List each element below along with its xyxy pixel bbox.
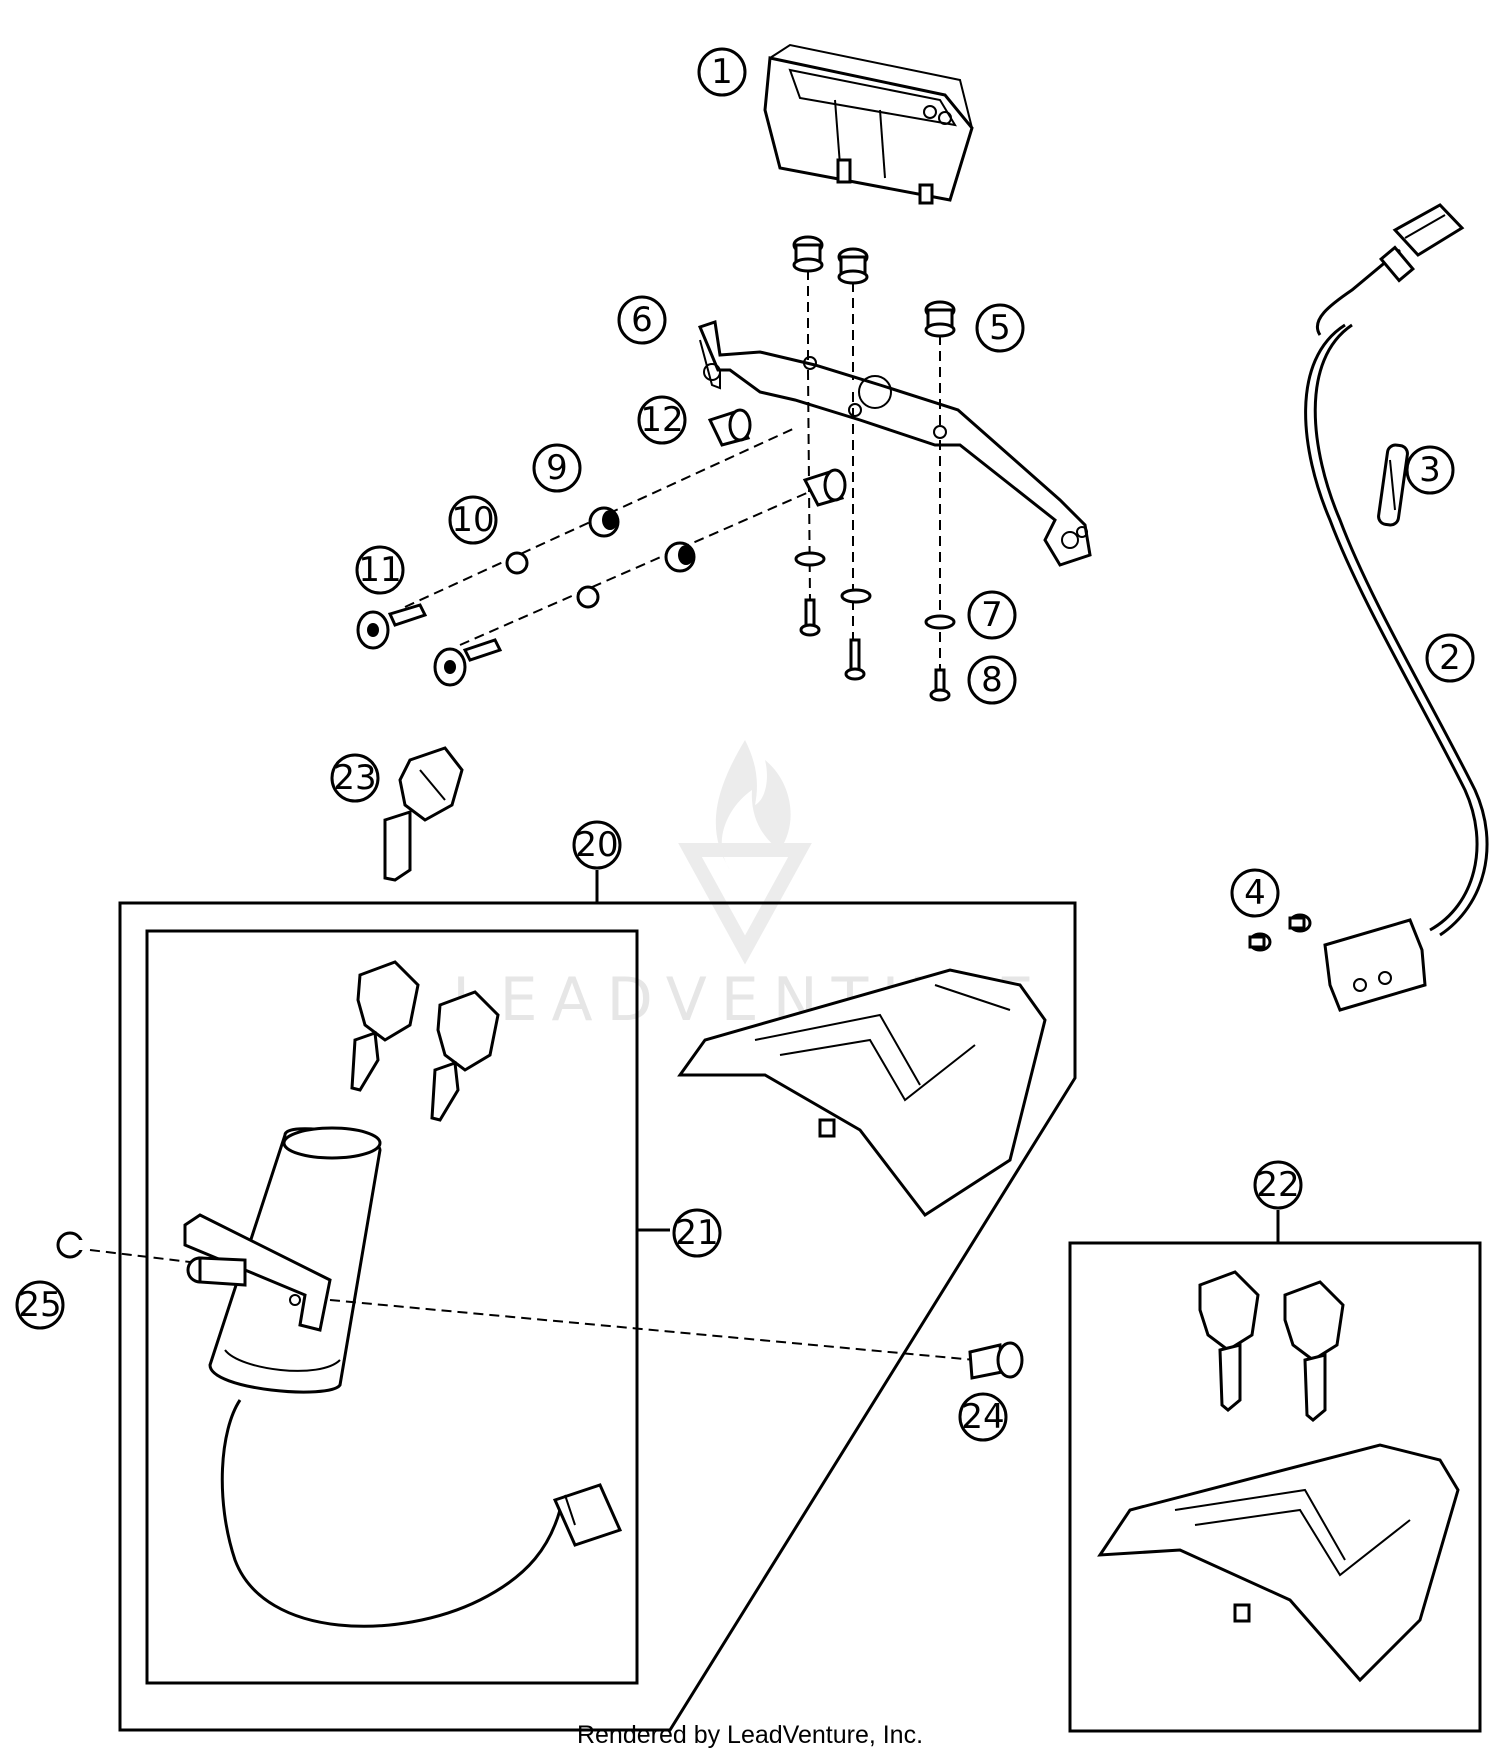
callouts: 1 2 3 4 5 6 7 8 bbox=[15, 47, 1475, 1442]
part-screws-11 bbox=[356, 603, 503, 687]
callout-23: 23 bbox=[330, 753, 380, 803]
callout-6-label: 6 bbox=[631, 300, 653, 340]
callout-24: 24 bbox=[958, 1392, 1008, 1442]
callout-11: 11 bbox=[355, 545, 405, 595]
assembly-line-25 bbox=[89, 1249, 191, 1263]
part-cover-22 bbox=[1097, 1443, 1460, 1683]
callout-3: 3 bbox=[1405, 445, 1455, 495]
callout-2-label: 2 bbox=[1439, 638, 1461, 678]
callout-2: 2 bbox=[1425, 633, 1475, 683]
callout-3-label: 3 bbox=[1419, 450, 1441, 490]
callout-5-label: 5 bbox=[989, 308, 1011, 348]
frame-22 bbox=[1068, 1210, 1482, 1733]
callout-4-label: 4 bbox=[1244, 873, 1266, 913]
part-keys-22 bbox=[1198, 1270, 1345, 1422]
assembly-lines bbox=[404, 270, 941, 680]
part-washers-7 bbox=[794, 551, 956, 630]
callout-8-label: 8 bbox=[981, 660, 1003, 700]
callout-1: 1 bbox=[697, 47, 747, 97]
callout-9-label: 9 bbox=[546, 448, 568, 488]
part-nuts-9 bbox=[588, 506, 696, 573]
grommet bbox=[924, 300, 956, 338]
v-logo-icon bbox=[678, 843, 812, 965]
part-key-23 bbox=[383, 746, 464, 882]
callout-9: 9 bbox=[532, 443, 582, 493]
callout-11-label: 11 bbox=[358, 550, 401, 590]
callout-24-label: 24 bbox=[961, 1397, 1004, 1437]
callout-22-label: 22 bbox=[1256, 1165, 1299, 1205]
callout-25-label: 25 bbox=[18, 1285, 61, 1325]
grommet bbox=[837, 247, 869, 285]
callout-8: 8 bbox=[967, 655, 1017, 705]
part-cover-20 bbox=[677, 968, 1047, 1218]
footer-credit: Rendered by LeadVenture, Inc. bbox=[577, 1721, 923, 1749]
callout-20: 20 bbox=[572, 820, 622, 870]
part-cap-12 bbox=[707, 408, 752, 447]
part-cable bbox=[1304, 203, 1489, 1012]
callout-4: 4 bbox=[1230, 868, 1280, 918]
callout-1-label: 1 bbox=[711, 52, 733, 92]
callout-10-label: 10 bbox=[451, 500, 494, 540]
flame-logo-icon bbox=[715, 740, 791, 870]
callout-20-label: 20 bbox=[575, 825, 618, 865]
part-screws-4 bbox=[1248, 913, 1312, 952]
frame-20 bbox=[118, 870, 1077, 1732]
assembly-line-24 bbox=[329, 1299, 976, 1361]
part-cap bbox=[802, 468, 847, 507]
callout-7-label: 7 bbox=[981, 595, 1003, 635]
part-strip bbox=[1377, 443, 1409, 527]
callout-7: 7 bbox=[967, 590, 1017, 640]
callout-25: 25 bbox=[15, 1280, 65, 1330]
grommet bbox=[792, 235, 824, 273]
callout-10: 10 bbox=[448, 495, 498, 545]
part-screw-24 bbox=[968, 1341, 1024, 1380]
callout-22: 22 bbox=[1253, 1160, 1303, 1210]
part-bracket bbox=[697, 320, 1092, 567]
part-grommets bbox=[792, 235, 956, 338]
part-clip-25 bbox=[56, 1231, 84, 1259]
part-keys-21 bbox=[350, 960, 500, 1122]
callout-21-label: 21 bbox=[675, 1213, 718, 1253]
callout-23-label: 23 bbox=[333, 758, 376, 798]
part-instrument-cluster bbox=[763, 43, 974, 205]
part-ignition-lock bbox=[183, 1126, 623, 1628]
callout-6: 6 bbox=[617, 295, 667, 345]
part-screws-8 bbox=[799, 598, 951, 702]
callout-12-label: 12 bbox=[640, 400, 683, 440]
callout-21: 21 bbox=[672, 1208, 722, 1258]
callout-12: 12 bbox=[637, 395, 687, 445]
callout-5: 5 bbox=[975, 303, 1025, 353]
part-washers-10 bbox=[505, 551, 600, 609]
